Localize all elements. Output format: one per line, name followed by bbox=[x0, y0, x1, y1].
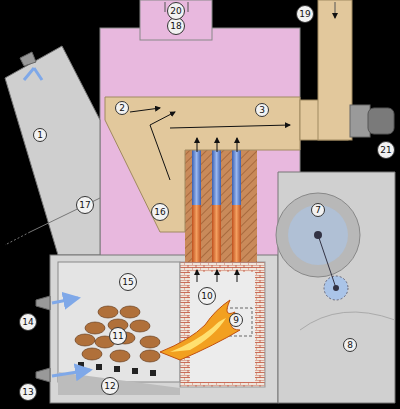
callout-number: 13 bbox=[19, 383, 37, 401]
callout-number: 10 bbox=[198, 287, 216, 305]
callout-number: 14 bbox=[19, 313, 37, 331]
callout-number: 1 bbox=[33, 128, 47, 142]
callout-number: 21 bbox=[377, 141, 395, 159]
callout-number: 11 bbox=[109, 327, 127, 345]
callout-number: 19 bbox=[296, 5, 314, 23]
callout-number: 2 bbox=[115, 101, 129, 115]
callout-number: 17 bbox=[76, 196, 94, 214]
callout-number: 20 bbox=[167, 2, 185, 20]
callout-number: 3 bbox=[255, 103, 269, 117]
callout-number: 12 bbox=[101, 377, 119, 395]
callout-number: 16 bbox=[151, 203, 169, 221]
callout-number: 15 bbox=[119, 273, 137, 291]
callout-number: 7 bbox=[311, 203, 325, 217]
callout-number: 9 bbox=[229, 313, 243, 327]
callout-number: 8 bbox=[343, 338, 357, 352]
